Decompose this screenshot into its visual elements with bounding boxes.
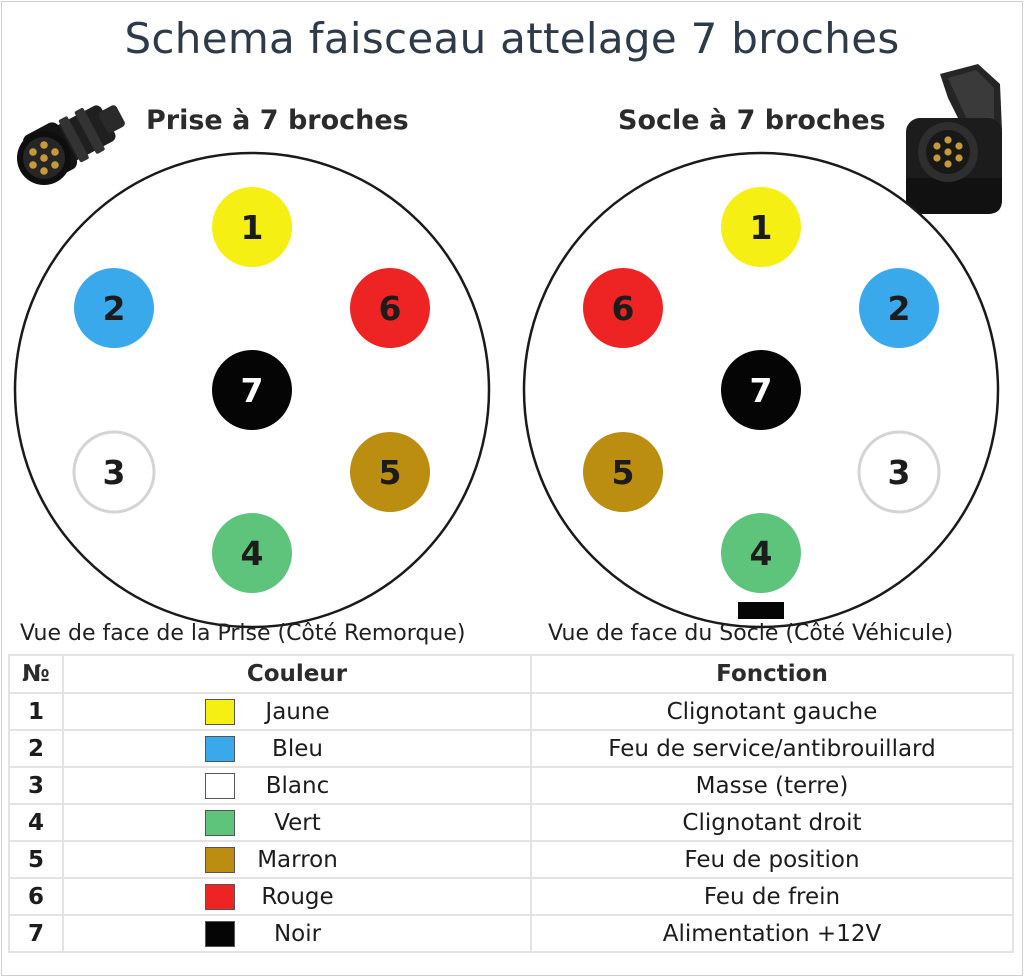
row-color-cell: Rouge — [62, 877, 532, 916]
row-color-cell: Blanc — [62, 766, 532, 805]
socket-pin-label-7: 7 — [750, 371, 773, 410]
color-name: Jaune — [265, 698, 330, 725]
row-function: Feu de frein — [530, 877, 1014, 916]
row-num: 4 — [8, 803, 64, 842]
row-num: 3 — [8, 766, 64, 805]
socket-pin-2 — [859, 268, 939, 348]
plug-pin-1 — [212, 187, 292, 267]
color-name: Bleu — [272, 735, 323, 762]
color-swatch — [205, 735, 235, 762]
socket-pin-label-3: 3 — [888, 453, 911, 492]
row-num: 1 — [8, 692, 64, 731]
socket-subtitle: Socle à 7 broches — [618, 105, 886, 136]
header-color: Couleur — [62, 654, 532, 694]
row-function: Feu de service/antibrouillard — [530, 729, 1014, 768]
plug-caption: Vue de face de la Prise (Côté Remorque) — [20, 621, 466, 646]
socket-pin-label-5: 5 — [612, 453, 635, 492]
socket-key-notch — [738, 602, 784, 619]
plug-pin-label-1: 1 — [241, 208, 264, 247]
table-row: 4 Vert Clignotant droit — [8, 803, 1014, 842]
socket-pin-7 — [721, 350, 801, 430]
row-num: 2 — [8, 729, 64, 768]
plug-subtitle: Prise à 7 broches — [146, 105, 409, 136]
plug-pin-label-4: 4 — [241, 534, 264, 573]
row-function: Feu de position — [530, 840, 1014, 879]
plug-pin-5 — [350, 432, 430, 512]
socket-pin-label-2: 2 — [888, 289, 911, 328]
color-swatch — [205, 698, 235, 725]
pin-function-table: № Couleur Fonction 1 Jaune Clignotant gauc… — [8, 654, 1014, 953]
color-name: Vert — [274, 809, 321, 836]
socket-pin-1 — [721, 187, 801, 267]
plug-pin-label-7: 7 — [241, 371, 264, 410]
color-swatch — [205, 809, 235, 836]
plug-pin-label-5: 5 — [379, 453, 402, 492]
row-color-cell: Marron — [62, 840, 532, 879]
color-name: Blanc — [265, 772, 330, 799]
socket-pin-6 — [583, 268, 663, 348]
row-num: 6 — [8, 877, 64, 916]
color-swatch — [205, 883, 235, 910]
color-swatch — [205, 920, 235, 947]
plug-pin-3 — [72, 430, 156, 514]
row-function: Clignotant gauche — [530, 692, 1014, 731]
row-num: 5 — [8, 840, 64, 879]
color-swatch — [205, 846, 235, 873]
header-num: № — [8, 654, 64, 694]
table-row: 6 Rouge Feu de frein — [8, 877, 1014, 916]
color-name: Marron — [257, 846, 338, 873]
color-swatch — [205, 772, 235, 799]
row-function: Alimentation +12V — [530, 914, 1014, 953]
plug-pin-label-2: 2 — [103, 289, 126, 328]
row-color-cell: Jaune — [62, 692, 532, 731]
table-header-row: № Couleur Fonction — [8, 654, 1014, 694]
trailer-plug-icon — [17, 105, 125, 185]
socket-pin-4 — [721, 513, 801, 593]
socket-pin-label-1: 1 — [750, 208, 773, 247]
socket-caption: Vue de face du Socle (Côté Véhicule) — [548, 621, 954, 646]
socket-pin-label-4: 4 — [750, 534, 773, 573]
row-color-cell: Noir — [62, 914, 532, 953]
plug-pin-label-3: 3 — [103, 453, 126, 492]
page-title: Schema faisceau attelage 7 broches — [124, 14, 900, 63]
socket-pin-5 — [583, 432, 663, 512]
table-row: 3 Blanc Masse (terre) — [8, 766, 1014, 805]
plug-pin-6 — [350, 268, 430, 348]
plug-pin-2 — [74, 268, 154, 348]
socket-diagram: 1 2 3 4 5 6 7 — [522, 151, 1000, 629]
row-color-cell: Bleu — [62, 729, 532, 768]
plug-diagram: 1 6 5 4 3 2 7 — [13, 151, 491, 629]
color-name: Rouge — [261, 883, 334, 910]
row-function: Clignotant droit — [530, 803, 1014, 842]
vehicle-socket-icon — [906, 64, 1002, 214]
socket-pin-label-6: 6 — [612, 289, 635, 328]
plug-pin-7 — [212, 350, 292, 430]
row-function: Masse (terre) — [530, 766, 1014, 805]
socket-pin-3 — [857, 430, 941, 514]
table-row: 1 Jaune Clignotant gauche — [8, 692, 1014, 731]
header-function: Fonction — [530, 654, 1014, 694]
row-color-cell: Vert — [62, 803, 532, 842]
plug-pin-label-6: 6 — [379, 289, 402, 328]
plug-pin-4 — [212, 513, 292, 593]
row-num: 7 — [8, 914, 64, 953]
table-row: 5 Marron Feu de position — [8, 840, 1014, 879]
table-row: 2 Bleu Feu de service/antibrouillard — [8, 729, 1014, 768]
table-row: 7 Noir Alimentation +12V — [8, 914, 1014, 953]
color-name: Noir — [273, 920, 322, 947]
